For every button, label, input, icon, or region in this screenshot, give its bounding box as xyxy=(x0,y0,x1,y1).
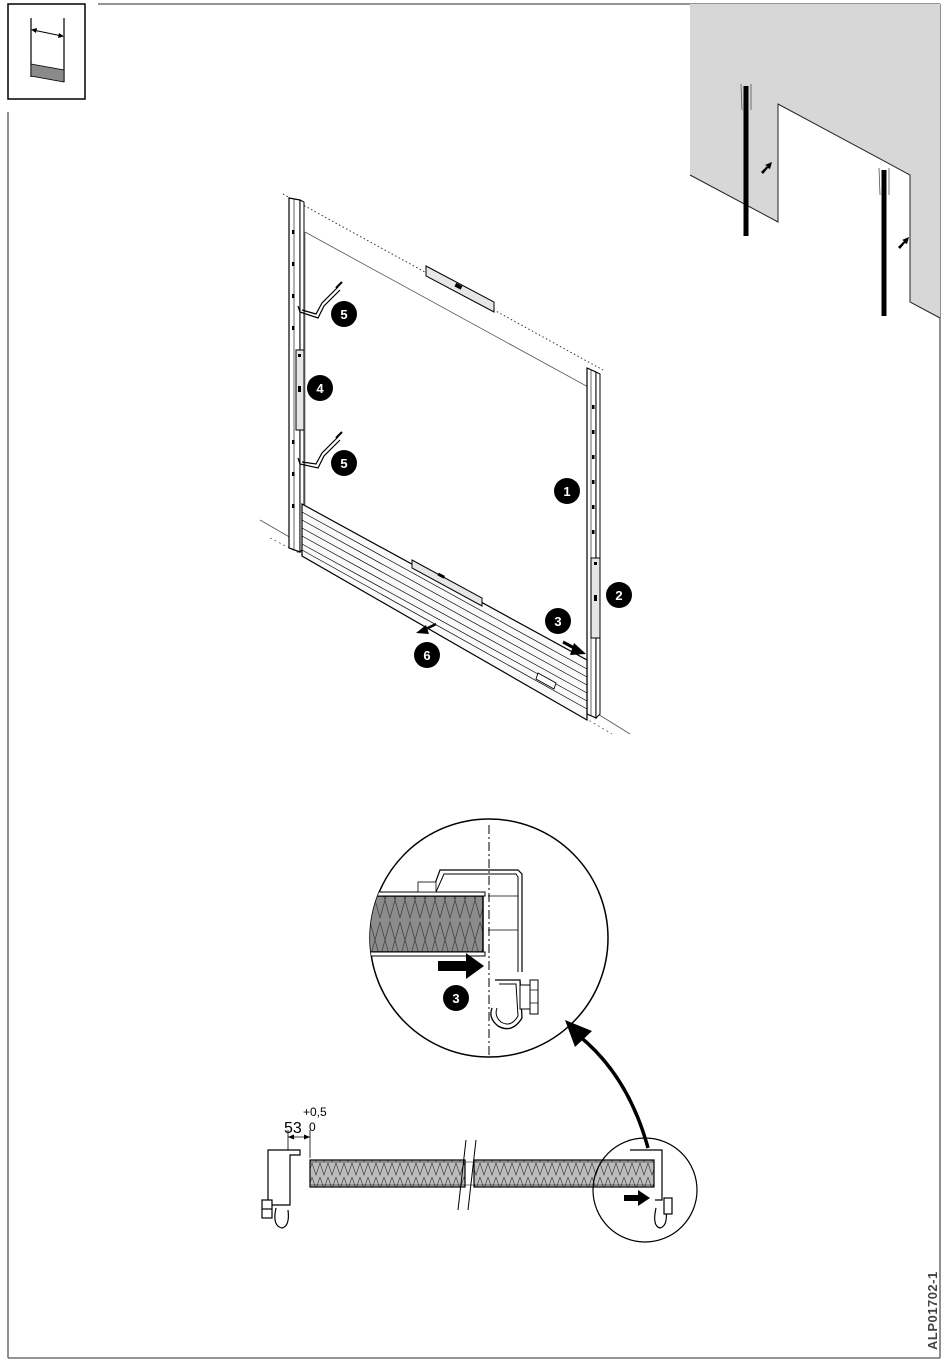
spirit-level-right xyxy=(591,558,600,638)
drawing-code: ALP01702-1 xyxy=(925,1271,940,1350)
callout-2: 2 xyxy=(606,582,632,608)
svg-text:1: 1 xyxy=(563,484,570,499)
svg-text:53: 53 xyxy=(284,1120,302,1137)
svg-text:4: 4 xyxy=(316,381,324,396)
curved-arrow-icon xyxy=(565,1020,648,1148)
callout-1: 1 xyxy=(554,478,580,504)
svg-text:5: 5 xyxy=(340,307,347,322)
svg-text:6: 6 xyxy=(423,648,430,663)
detail-magnifier: 3 xyxy=(365,819,608,1057)
callout-3-main: 3 xyxy=(545,608,571,634)
bottom-door-section xyxy=(302,504,587,720)
svg-text:3: 3 xyxy=(554,614,561,629)
svg-text:+0,5: +0,5 xyxy=(303,1105,327,1119)
door-assembly: 1 2 3 4 5 5 6 xyxy=(260,194,632,734)
callout-3-detail: 3 xyxy=(443,985,469,1011)
svg-text:2: 2 xyxy=(615,588,622,603)
spirit-level-top xyxy=(426,266,494,312)
door-section-view: 53 +0,5 0 xyxy=(262,1105,697,1242)
callout-5-bottom: 5 xyxy=(331,450,357,476)
section-push-arrow xyxy=(624,1190,650,1206)
spirit-level-left xyxy=(296,350,304,430)
door-panel-width-icon xyxy=(8,4,85,99)
callout-5-top: 5 xyxy=(331,301,357,327)
left-bracket xyxy=(262,1150,300,1228)
svg-text:0: 0 xyxy=(309,1120,316,1134)
callout-6: 6 xyxy=(414,642,440,668)
wall-opening-icon xyxy=(690,4,940,318)
svg-text:3: 3 xyxy=(452,991,459,1006)
right-vertical-track xyxy=(587,368,600,718)
svg-text:5: 5 xyxy=(340,456,347,471)
callout-4: 4 xyxy=(307,375,333,401)
